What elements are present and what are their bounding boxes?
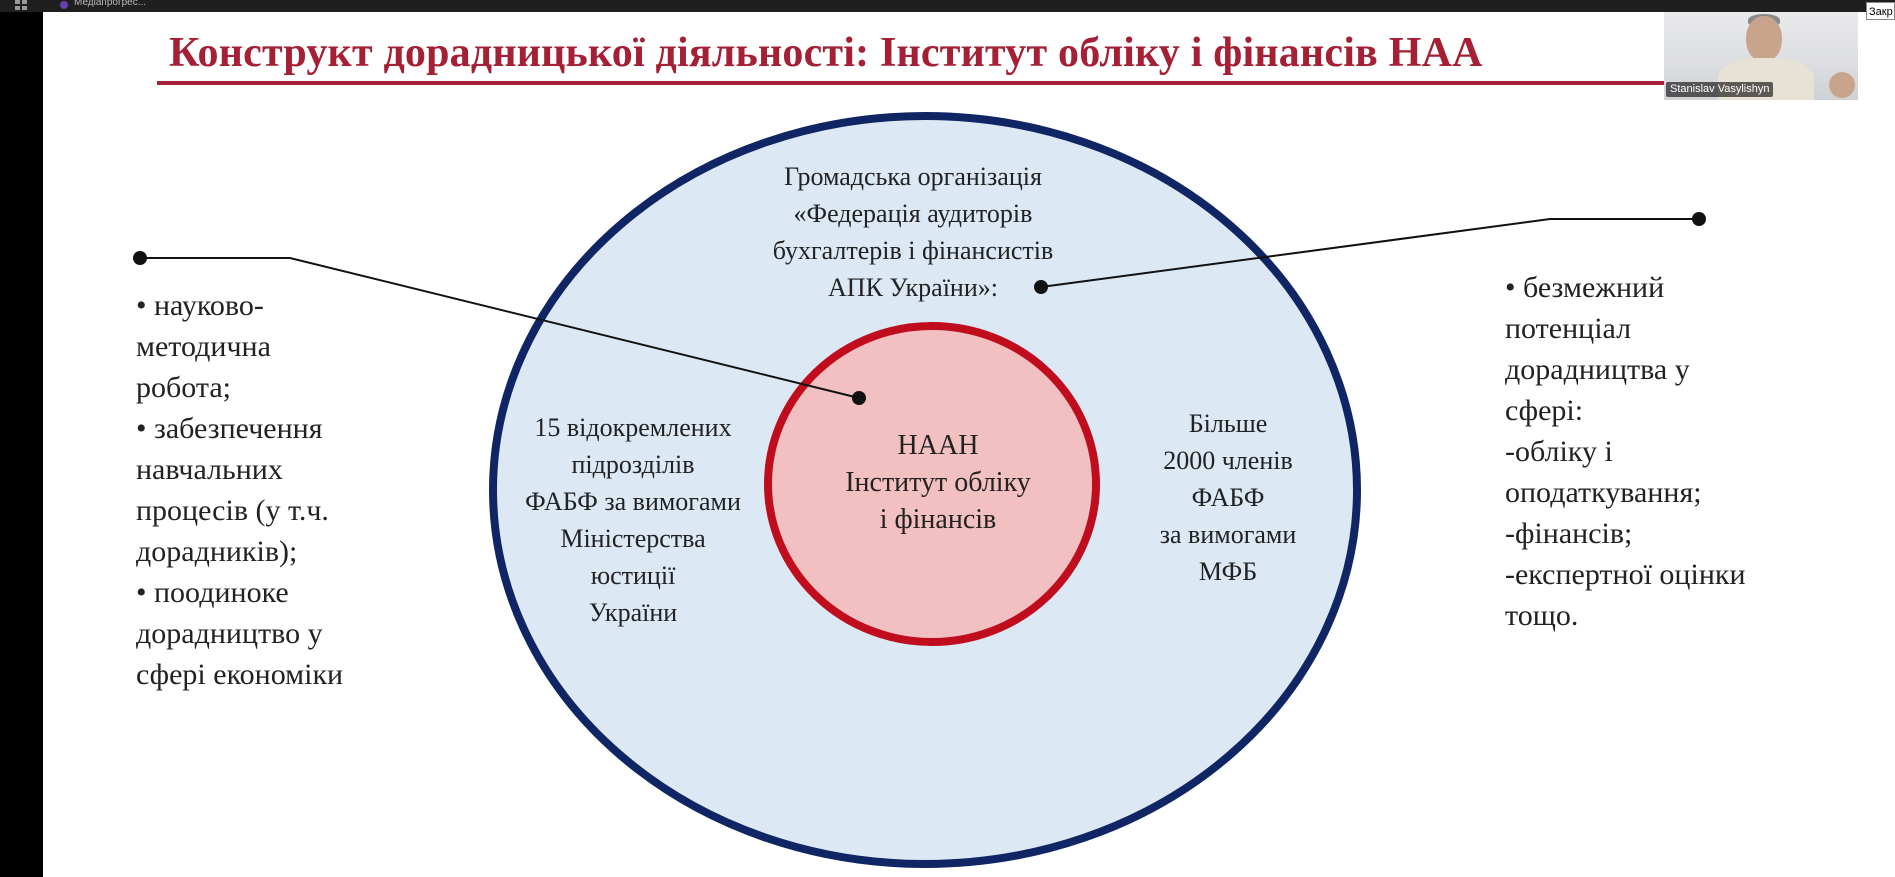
left-connector-line xyxy=(140,257,860,399)
left-ring-line: ФАБФ за вимогами xyxy=(525,487,741,516)
right-connector-dot-end xyxy=(1692,212,1706,226)
list-item: процесів (у т.ч. xyxy=(136,494,329,527)
list-item: -фінансів; xyxy=(1505,517,1633,550)
right-bullet-list: • безмежний потенціал дорадництва у сфер… xyxy=(1505,267,1835,636)
outer-label-line: бухгалтерів і фінансистів xyxy=(772,236,1054,265)
list-item: -обліку і xyxy=(1505,435,1613,468)
app-status-dot xyxy=(60,1,68,9)
right-ring-line: 2000 членів xyxy=(1163,446,1293,475)
list-item: сфері: xyxy=(1505,394,1584,427)
close-button[interactable]: Закр xyxy=(1866,2,1895,20)
list-item: • науково- xyxy=(136,289,264,322)
left-connector-dot-start xyxy=(133,251,147,265)
left-ring-line: Міністерства xyxy=(560,524,706,553)
list-item: дорадництво у xyxy=(136,617,323,650)
meeting-top-bar: Медіапрогрес... xyxy=(0,0,1895,12)
right-ring-line: МФБ xyxy=(1198,557,1258,586)
list-item: -експертної оцінки xyxy=(1505,558,1746,591)
list-item: • безмежний xyxy=(1505,271,1665,304)
left-ring-line: підрозділів xyxy=(571,450,695,479)
outer-label-line: «Федерація аудиторів xyxy=(793,199,1033,228)
list-item: • забезпечення xyxy=(136,412,323,445)
right-ring-line: ФАБФ xyxy=(1191,483,1265,512)
inner-label-line: НААН xyxy=(897,430,979,461)
left-ring-line: України xyxy=(588,598,678,627)
presenter-name-tag: Stanislav Vasylishyn xyxy=(1666,82,1774,97)
presentation-slide: Конструкт дорадницької діяльності: Інсти… xyxy=(43,12,1895,877)
outer-label-line: АПК України»: xyxy=(828,273,998,302)
inner-circle xyxy=(764,322,1100,646)
inner-circle-label: НААН Інститут обліку і фінансів xyxy=(803,427,1073,538)
concentric-diagram xyxy=(133,112,1706,868)
presenter-video-tile[interactable]: Stanislav Vasylishyn xyxy=(1664,12,1858,100)
right-connector-dot-start xyxy=(1034,280,1048,294)
presenter-hand xyxy=(1829,72,1855,98)
list-item: потенціал xyxy=(1505,312,1632,345)
list-item: робота; xyxy=(136,371,231,404)
list-item: оподаткування; xyxy=(1505,476,1702,509)
list-item: методична xyxy=(136,330,271,363)
right-ring-label: Більше 2000 членів ФАБФ за вимогами МФБ xyxy=(1103,405,1353,590)
outer-circle-label: Громадська організація «Федерація аудито… xyxy=(713,158,1113,306)
list-item: дорадництва у xyxy=(1505,353,1690,386)
list-item: • поодиноке xyxy=(136,576,289,609)
right-connector-line xyxy=(1040,218,1699,288)
right-ring-line: Більше xyxy=(1188,409,1268,438)
presenter-head xyxy=(1746,16,1782,62)
outer-label-line: Громадська організація xyxy=(784,162,1042,191)
inner-label-line: і фінансів xyxy=(879,504,997,535)
list-item: дорадників); xyxy=(136,535,298,568)
slide-title: Конструкт дорадницької діяльності: Інсти… xyxy=(169,30,1483,76)
left-ring-label: 15 відокремлених підрозділів ФАБФ за вим… xyxy=(493,409,773,631)
inner-label-line: Інститут обліку xyxy=(845,467,1031,498)
grid-view-icon[interactable] xyxy=(14,0,28,10)
list-item: сфері економіки xyxy=(136,658,344,691)
list-item: тощо. xyxy=(1505,599,1579,632)
left-ring-line: юстиції xyxy=(590,561,676,590)
right-ring-line: за вимогами xyxy=(1159,520,1297,549)
app-title: Медіапрогрес... xyxy=(74,0,147,8)
title-underline xyxy=(157,81,1667,85)
left-bullet-list: • науково- методична робота; • забезпече… xyxy=(136,285,456,695)
left-ring-line: 15 відокремлених xyxy=(534,413,732,442)
left-connector-dot-end xyxy=(852,391,866,405)
list-item: навчальних xyxy=(136,453,283,486)
